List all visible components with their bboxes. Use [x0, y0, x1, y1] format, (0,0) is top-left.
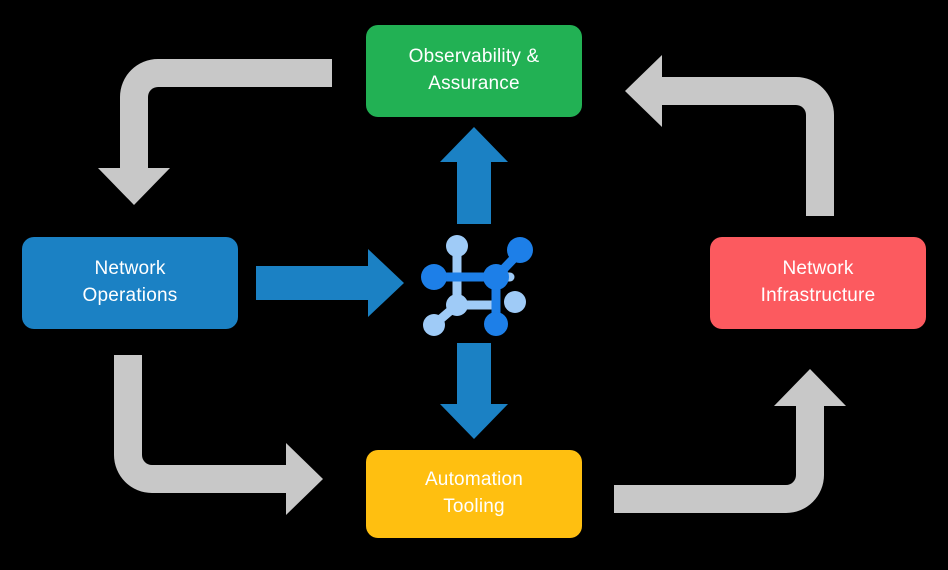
- arrow-center-to-automation: [440, 343, 508, 439]
- node-network-operations[interactable]: Network Operations: [22, 237, 238, 329]
- node-label-automation: Automation Tooling: [424, 469, 524, 517]
- node-automation-tooling[interactable]: Automation Tooling: [366, 450, 582, 538]
- node-observability-assurance[interactable]: Observability & Assurance: [366, 25, 582, 117]
- arrow-infrastructure-to-observability: [625, 55, 834, 216]
- arrow-operations-to-center: [256, 249, 404, 317]
- arrow-operations-to-automation: [114, 355, 323, 515]
- arrow-center-to-observability: [440, 127, 508, 224]
- node-label-observability: Observability & Assurance: [408, 46, 540, 94]
- node-network-infrastructure[interactable]: Network Infrastructure: [710, 237, 926, 329]
- node-label-operations: Network Operations: [82, 258, 178, 306]
- node-label-infrastructure: Network Infrastructure: [760, 258, 876, 306]
- arrow-automation-to-infrastructure: [614, 369, 846, 513]
- arrow-observability-to-operations: [98, 59, 332, 205]
